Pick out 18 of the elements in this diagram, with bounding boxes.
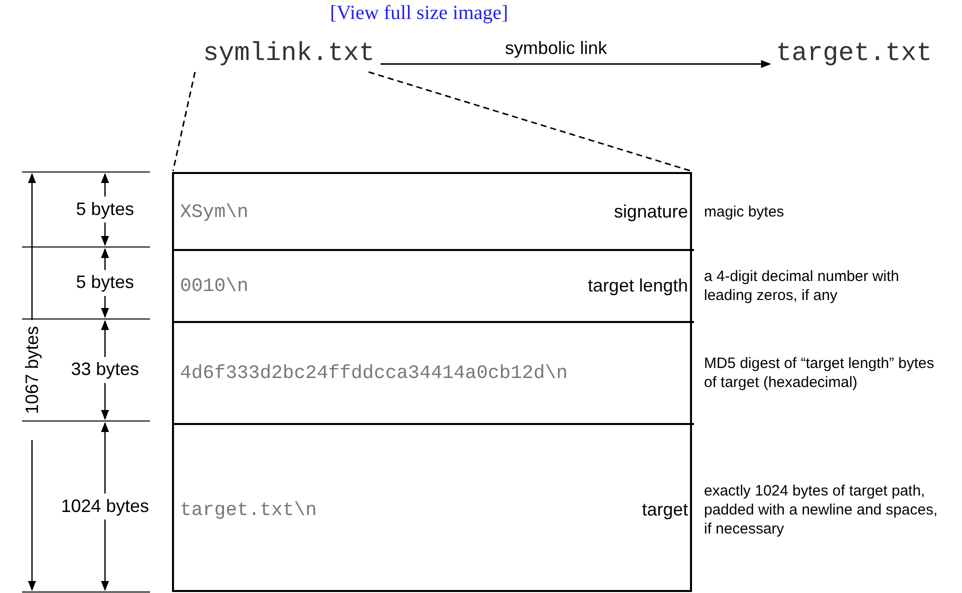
dashed-line [172, 72, 196, 172]
field-value: target.txt\n [180, 498, 317, 520]
field-name: target [642, 499, 688, 520]
dashed-line [368, 71, 692, 172]
field-description: magic bytes [704, 202, 786, 221]
field-name: signature [614, 201, 688, 222]
file-name: symlink.txt [203, 38, 375, 68]
field-value: 0010\n [180, 275, 248, 297]
link-text: [View full size image] [330, 2, 508, 25]
field-value: XSym\n [180, 200, 248, 222]
edge-label: symbolic link [505, 38, 608, 59]
field-name: target length [588, 276, 688, 296]
field-description: MD5 digest of “target length” bytes of target (hexadecimal) [704, 354, 936, 392]
file-name: target.txt [776, 38, 932, 68]
field-description: a 4-digit decimal number with leading zeros, if any [704, 267, 900, 305]
field-value: 4d6f333d2bc24ffddcca34414a0cb12d\n [180, 362, 568, 384]
field-description: exactly 1024 bytes of target path, padded with a newline and spaces, if necessary [704, 481, 938, 538]
arrow [380, 60, 771, 68]
